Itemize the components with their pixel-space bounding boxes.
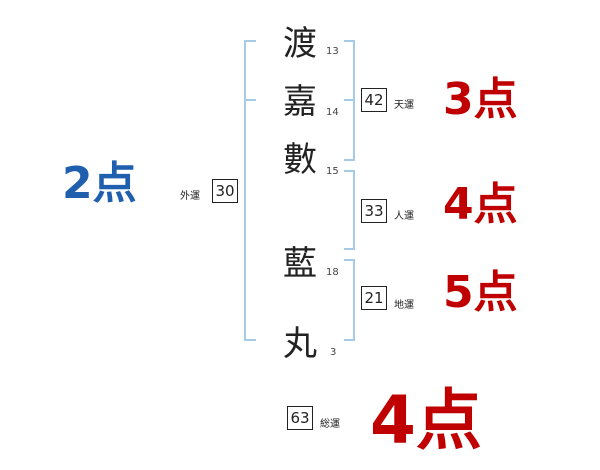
bracket-tick <box>244 40 256 42</box>
name-char: 嘉 <box>283 82 317 122</box>
name-char: 藍 <box>283 244 317 284</box>
bracket-tick <box>344 170 355 172</box>
chiun-label: 地運 <box>394 300 414 311</box>
jinun-value: 33 <box>361 199 387 223</box>
jinun-bracket <box>353 170 355 250</box>
souun-score: 4点 <box>370 382 482 459</box>
souun-label: 総運 <box>320 419 340 430</box>
gaiun-value: 30 <box>212 179 238 203</box>
name-char: 丸 <box>283 324 317 364</box>
chiun-value: 21 <box>361 286 387 310</box>
bracket-tick <box>244 99 256 101</box>
bracket-tick <box>344 40 355 42</box>
name-char: 渡 <box>283 24 317 64</box>
bracket-tick <box>344 99 355 101</box>
gaiun-score: 2点 <box>62 158 137 209</box>
bracket-tick <box>244 339 256 341</box>
bracket-tick <box>344 159 355 161</box>
jinun-label: 人運 <box>394 211 414 222</box>
bracket-tick <box>344 339 355 341</box>
bracket-tick <box>344 248 355 250</box>
jinun-score: 4点 <box>443 179 518 230</box>
gaiun-label: 外運 <box>180 191 200 202</box>
chiun-score: 5点 <box>443 267 518 318</box>
stroke-count: 18 <box>326 267 339 278</box>
tenun-label: 天運 <box>394 100 414 111</box>
name-char: 數 <box>283 140 317 180</box>
tenun-value: 42 <box>361 88 387 112</box>
tenun-score: 3点 <box>443 74 518 125</box>
stroke-count: 13 <box>326 46 339 57</box>
souun-value: 63 <box>287 406 313 430</box>
stroke-count: 15 <box>326 166 339 177</box>
stroke-count: 3 <box>330 347 337 358</box>
stroke-count: 14 <box>326 107 339 118</box>
gaiun-bracket <box>244 40 246 341</box>
bracket-tick <box>344 259 355 261</box>
chiun-bracket <box>353 259 355 341</box>
